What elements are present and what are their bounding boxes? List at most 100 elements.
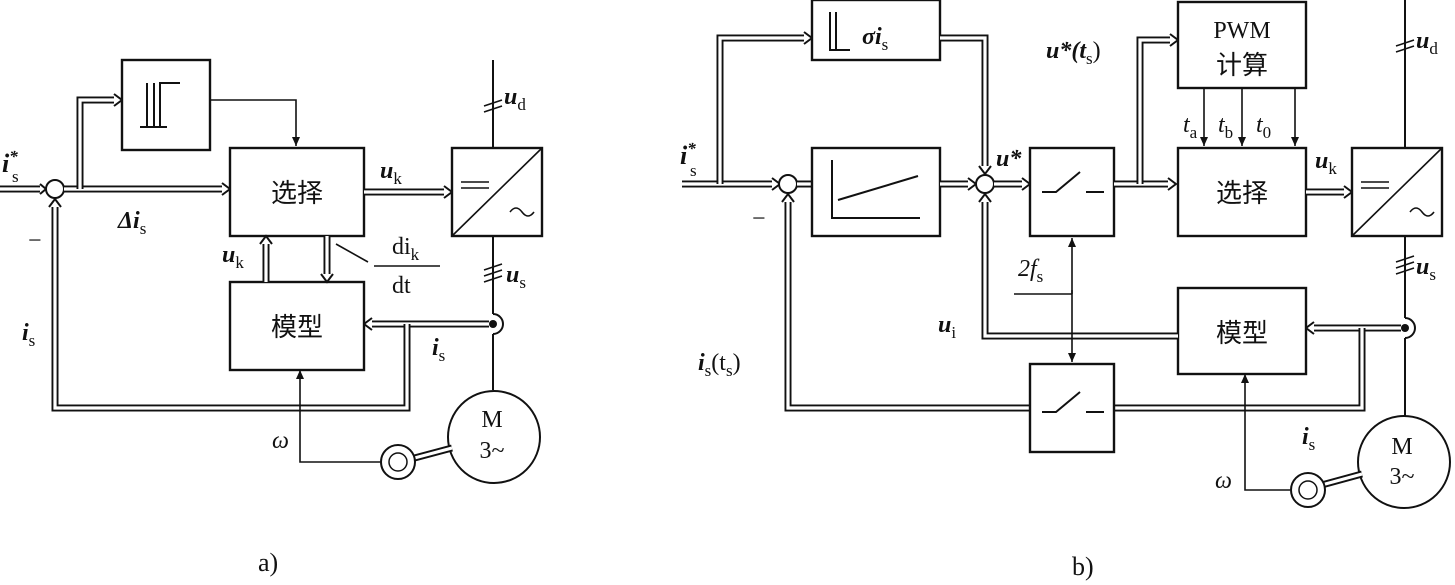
diagram-b: σis: [680, 0, 1451, 581]
deriv-den-label-a: dt: [392, 273, 411, 299]
deriv-double-a: [320, 236, 334, 284]
speed-label-b: ω: [1215, 468, 1232, 494]
pwm-label-line1: PWM: [1213, 18, 1270, 44]
input-double-line-b: [682, 177, 782, 191]
sampler1-out-double-b: [1114, 177, 1178, 191]
ref-current-label-b: i*: [680, 139, 696, 170]
model-label-a: 模型: [271, 313, 323, 343]
motor-feed-ticks-a: [483, 263, 503, 283]
pi-icon: [831, 160, 920, 219]
sigma-label-b: σis: [862, 24, 888, 54]
hysteresis-icon: [140, 82, 180, 128]
sensor-dot-a: [489, 320, 497, 328]
ref-current-sub-b: s: [690, 161, 697, 180]
is-feedback-double-a: [362, 317, 489, 331]
uk-fb-label-a: uk: [222, 242, 244, 272]
inverter-icon-a: [451, 147, 543, 237]
switch-icon-1: [1042, 171, 1104, 193]
motor-a: [447, 390, 541, 484]
dc-bus-tick-a: [483, 99, 503, 113]
ustar-double-b: [994, 177, 1032, 191]
sensor-dot-b: [1401, 324, 1409, 332]
ud-label-a: ud: [504, 84, 526, 114]
sum-junction-a: [45, 179, 65, 199]
motor-label-3-a: 3~: [480, 438, 505, 464]
is-left-label-a: is: [22, 320, 35, 350]
ud-label-b: ud: [1416, 28, 1438, 58]
main-feedback-double-a: [48, 197, 411, 412]
uk-out-label-a: uk: [380, 158, 402, 188]
minus-label-a: −: [28, 228, 42, 254]
uk-feedback-double-a: [259, 234, 273, 282]
sigma-out-double-b: [940, 34, 992, 176]
is-label-b: is: [1302, 424, 1315, 454]
select-block-b: [1176, 146, 1308, 238]
tb-label: tb: [1218, 112, 1233, 142]
input-double-line-a: [0, 183, 48, 195]
sampler-2-b: [1028, 362, 1116, 454]
t0-label: t0: [1256, 112, 1271, 142]
ref-current-label-a: i*: [2, 147, 18, 178]
current-sensor-b: [1404, 317, 1416, 339]
is-ts-label-b: is(ts): [698, 350, 741, 380]
ustar-label-b: u*: [996, 146, 1022, 172]
dc-bus-tick-b: [1395, 39, 1415, 53]
motor-label-3-b: 3~: [1390, 464, 1415, 490]
caption-a: a): [258, 548, 278, 577]
hyst-double-line-a: [76, 93, 124, 189]
fs-label-b: 2fs: [1018, 256, 1043, 286]
pwm-block-b: [1176, 0, 1308, 90]
motor-label-m-b: M: [1391, 434, 1412, 460]
sum-junction-1-b: [778, 174, 798, 194]
ustar-ts-label-b: u*(ts): [1046, 38, 1101, 68]
ui-label-b: ui: [938, 312, 956, 342]
ta-label: ta: [1183, 112, 1198, 142]
encoder-b: [1290, 472, 1326, 508]
to-pwm-double-b: [1136, 33, 1180, 184]
uk-double-line-a: [364, 185, 454, 199]
us-label-a: us: [506, 262, 526, 292]
speed-label-a: ω: [272, 428, 289, 454]
pwm-label-line2: 计算: [1216, 51, 1268, 81]
us-label-b: us: [1416, 254, 1436, 284]
delta-current-label-a: Δis: [117, 208, 146, 238]
ui-double-b: [978, 192, 1178, 340]
is-right-label-a: is: [432, 335, 445, 365]
hyst-to-select-line-a: [210, 99, 300, 146]
sum-junction-2-b: [975, 174, 995, 194]
caption-b: b): [1072, 552, 1094, 581]
motor-feed-ticks-b: [1395, 255, 1415, 275]
motor-b: [1357, 415, 1451, 509]
switch-icon-2: [1042, 391, 1104, 413]
encoder-a: [380, 444, 416, 480]
uk-out-label-b: uk: [1315, 148, 1337, 178]
current-sensor-a: [492, 313, 504, 335]
is-feedback-double-b: [781, 192, 1366, 412]
hysteresis-block-a: [120, 58, 212, 152]
encoder-inner-b: [1298, 480, 1318, 500]
encoder-inner-a: [388, 452, 408, 472]
model-label-b: 模型: [1216, 319, 1268, 349]
motor-shaft-inner-b: [1317, 472, 1363, 488]
select-label-a: 选择: [271, 179, 323, 209]
minus-label-b: −: [752, 206, 766, 232]
select-block-a: [228, 146, 366, 238]
is-to-model-double-b: [1304, 321, 1401, 335]
speed-line-b: [1241, 374, 1290, 491]
deriv-leader-a: [335, 243, 369, 263]
select-label-b: 选择: [1216, 179, 1268, 209]
ref-current-sub-a: s: [12, 167, 19, 186]
inverter-icon-b: [1351, 147, 1443, 237]
speed-line-a: [296, 370, 380, 463]
pi-block-b: [810, 146, 942, 238]
deriv-num-label-a: dik: [392, 234, 420, 264]
error-double-line-a: [64, 182, 232, 196]
model-block-a: [228, 280, 366, 372]
pi-out-double-b: [940, 177, 978, 191]
sigma-input-double-b: [716, 31, 814, 184]
sigma-icon: [829, 12, 850, 51]
model-block-b: [1176, 286, 1308, 376]
diagram-a: 选择: [0, 58, 544, 577]
uk-double-line-b: [1306, 185, 1354, 199]
